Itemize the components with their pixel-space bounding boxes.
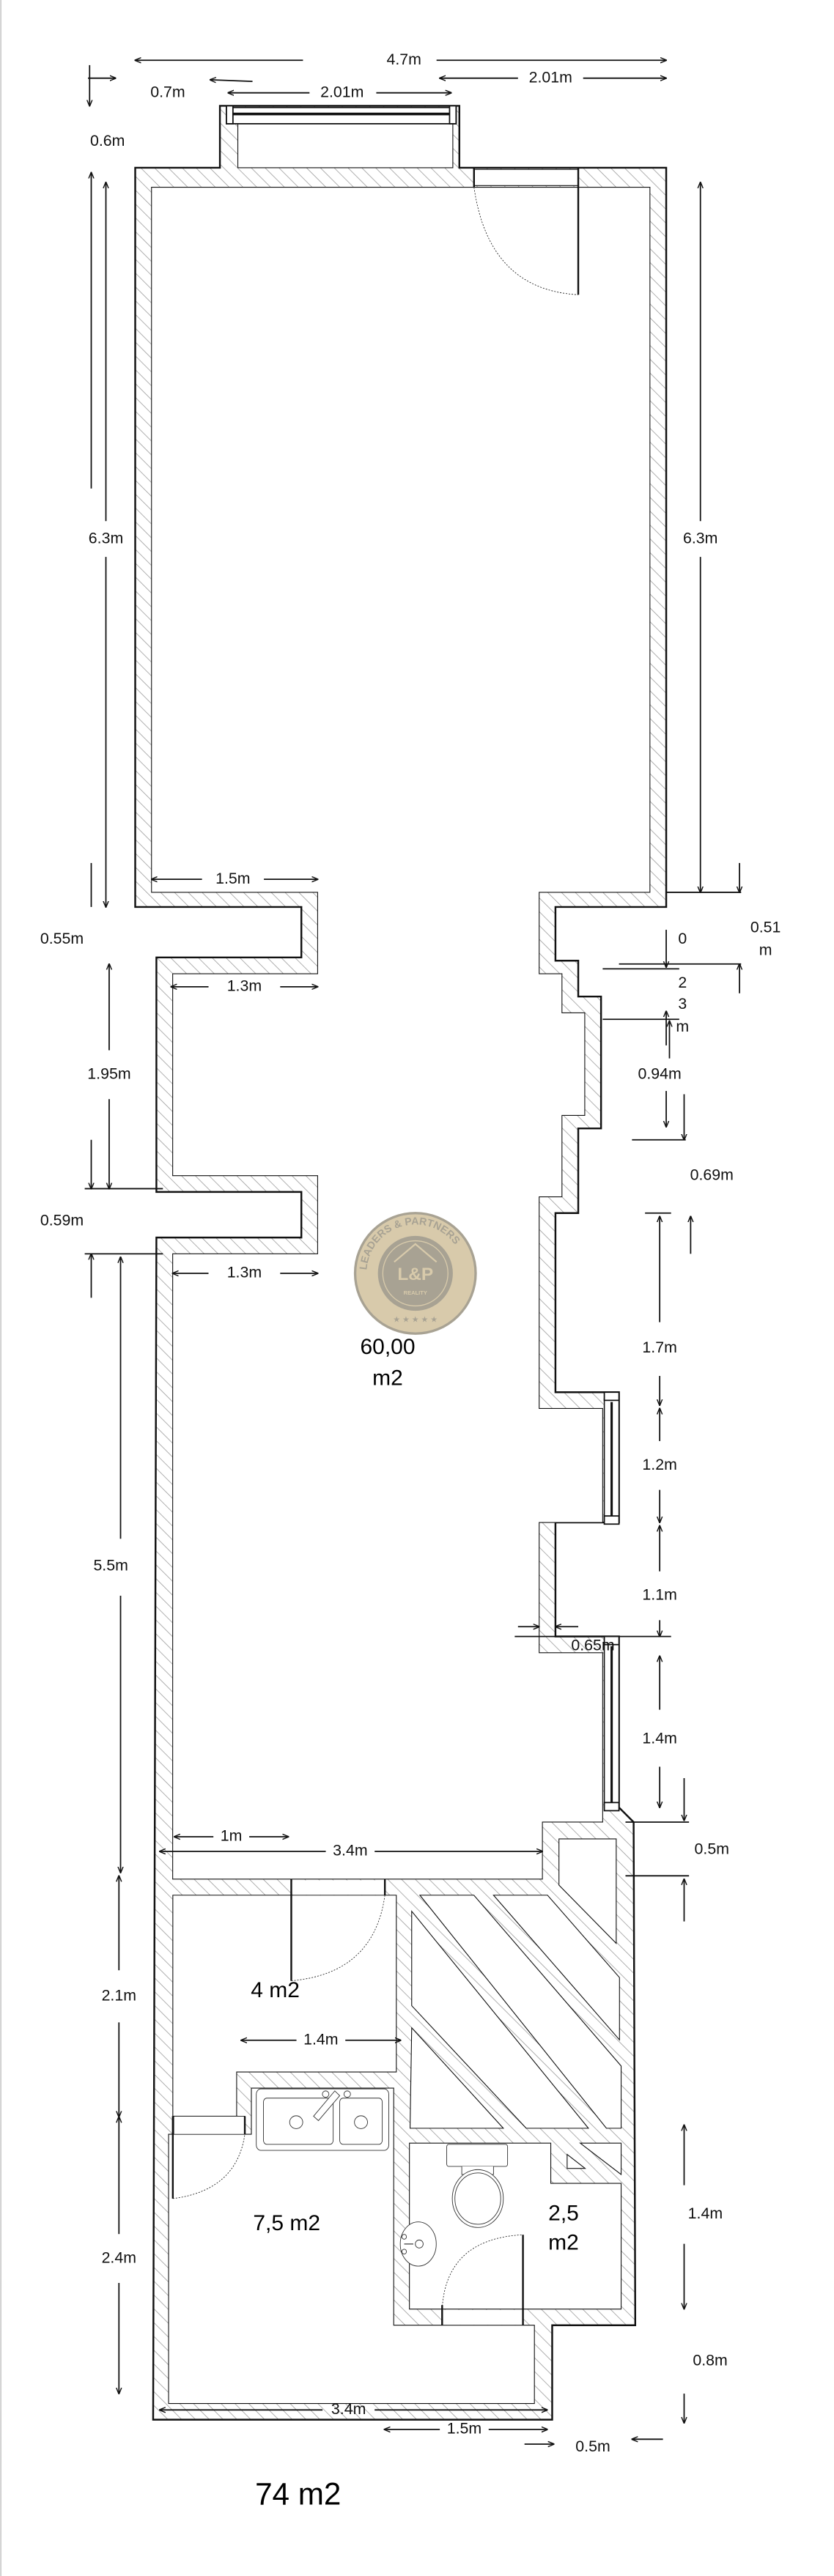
dim-label: 1.5m [215, 870, 250, 887]
logo-mark: L&P [397, 1265, 433, 1284]
dim-label: 2.01m [529, 68, 572, 86]
dim-label: 1.3m [227, 1264, 262, 1281]
bath-area-value: 2,5 [548, 2202, 579, 2226]
dim-label: 0.51 [750, 918, 781, 936]
dim-label: 1m [221, 1827, 243, 1845]
entrance-door-opening [473, 169, 579, 186]
storage-area: 4 m2 [251, 1978, 300, 2002]
kitchen-room [169, 2088, 534, 2404]
dim-label: 6.3m [89, 529, 123, 547]
bath-area-unit: m2 [548, 2231, 579, 2255]
kitchen-door-opening [174, 2116, 245, 2134]
shaft [580, 2143, 621, 2175]
shaft [420, 1895, 621, 2128]
bathroom-door-opening [443, 2309, 523, 2325]
main-room [152, 188, 650, 1879]
dim-label: 3.4m [331, 2400, 366, 2418]
washbasin-icon [400, 2222, 436, 2266]
dim-label: 1.3m [227, 977, 262, 994]
kitchen-sink-icon [257, 2089, 389, 2150]
dim-label: 2.01m [320, 83, 364, 100]
dim-label: 0.5m [695, 1840, 729, 1857]
dim-label: 1.4m [303, 2030, 338, 2048]
dim-label: 0.59m [40, 1212, 84, 1229]
dim-label: 1.2m [642, 1456, 676, 1473]
main-area-value: 60,00 [360, 1335, 415, 1359]
dim-label: 1.4m [688, 2205, 723, 2222]
entrance-door-swing [474, 188, 578, 295]
dim-label: 0.6m [90, 132, 125, 149]
balcony-niche [238, 124, 453, 168]
dim-label: 0.8m [693, 2351, 727, 2369]
right-window-upper[interactable] [603, 1391, 620, 1525]
dim-label: 1.5m [447, 2420, 481, 2438]
shaft [493, 1895, 619, 2040]
right-window-lower[interactable] [603, 1635, 620, 1812]
dim-label: 2.1m [102, 1986, 136, 2004]
logo-sub: REALITY [404, 1289, 427, 1296]
dim-label: 0.69m [690, 1166, 734, 1183]
shaft [410, 2028, 503, 2128]
dim-label: 0.94m [638, 1065, 682, 1082]
dim-label: 2 [678, 974, 687, 991]
shaft [412, 1911, 588, 2128]
dim-label: 0.55m [40, 930, 84, 947]
dim-label: 0.5m [575, 2438, 610, 2455]
service-block [169, 1839, 621, 2404]
dim-label: 5.5m [93, 1557, 128, 1574]
company-logo: LEADERS & PARTNERS L&P REALITY ★ ★ ★ ★ ★ [353, 1212, 477, 1335]
storage-room [173, 1895, 396, 2117]
dim-label: 6.3m [683, 529, 717, 547]
dim-label: 0 [678, 930, 687, 947]
dim-label: 2.4m [102, 2249, 136, 2266]
dim-label: 0.65m [571, 1637, 614, 1654]
dim-label: 0.7m [150, 83, 185, 100]
bathroom-door-swing [442, 2235, 523, 2309]
dim-label: m [676, 1018, 689, 1035]
toilet-icon [447, 2144, 508, 2228]
top-window-jamb-left [226, 105, 234, 125]
dimension-lines [84, 60, 742, 2444]
dimension-labels: 4.7m 0.7m 2.01m 2.01m 0.6m 6.3m 6.3m 1.5… [40, 51, 781, 2455]
logo-stars-icon: ★ ★ ★ ★ ★ [393, 1316, 438, 1325]
dim-label: 3 [678, 995, 687, 1013]
top-window[interactable] [226, 106, 457, 125]
dim-label: 1.4m [642, 1729, 676, 1747]
shaft [559, 1839, 616, 1944]
top-window-jamb-right [449, 105, 457, 125]
total-area: 74 m2 [255, 2476, 341, 2511]
dim-label: 1.7m [642, 1339, 676, 1356]
dim-label: m [759, 941, 772, 959]
dim-label: 3.4m [333, 1842, 367, 1859]
storage-door-opening [292, 1880, 385, 1895]
storage-door-swing [291, 1895, 385, 1981]
main-area-unit: m2 [372, 1366, 403, 1390]
dim-label: 1.1m [642, 1586, 676, 1604]
dim-label: 1.95m [87, 1065, 130, 1082]
kitchen-area: 7,5 m2 [253, 2211, 320, 2235]
dim-label: 4.7m [387, 51, 421, 68]
shaft [567, 2155, 586, 2169]
